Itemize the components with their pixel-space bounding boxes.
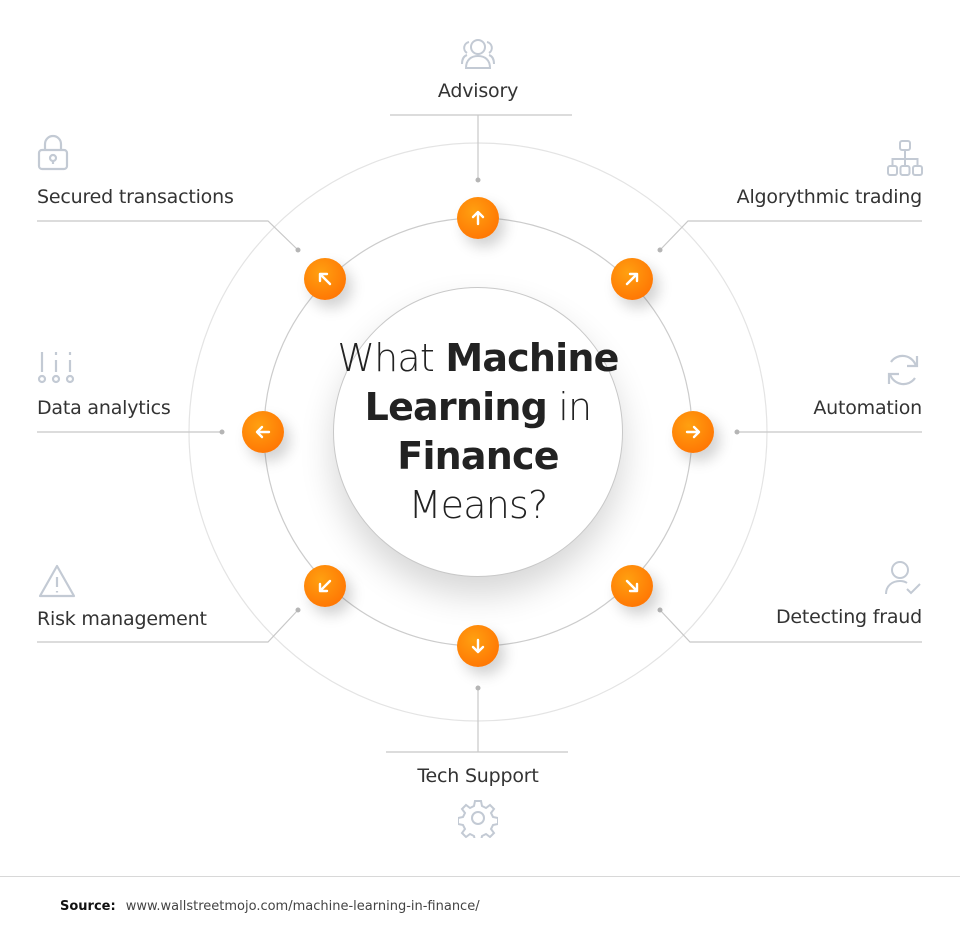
label-algorythmic-trading: Algorythmic trading xyxy=(736,186,923,208)
risk-management-arrow-button[interactable] xyxy=(304,565,346,607)
source-label: Source: xyxy=(60,899,116,914)
user-check-icon xyxy=(885,561,921,595)
hierarchy-icon xyxy=(887,140,923,176)
algorythmic-trading-arrow-button[interactable] xyxy=(611,258,653,300)
arrow-left-icon xyxy=(255,425,271,439)
label-detecting-fraud: Detecting fraud xyxy=(775,606,922,628)
footer-divider xyxy=(0,876,960,877)
arrow-down-icon xyxy=(471,638,485,654)
source-footer: Source: www.wallstreetmojo.com/machine-le… xyxy=(60,899,480,914)
label-tech-support: Tech Support xyxy=(417,765,539,787)
connector-dots xyxy=(219,177,740,691)
arrow-up-right-icon xyxy=(625,272,639,286)
advisory-arrow-button[interactable] xyxy=(457,197,499,239)
arrow-right-icon xyxy=(685,425,701,439)
arrow-down-left-icon xyxy=(318,579,332,593)
center-circle: What Machine Learning in Finance Means? xyxy=(333,287,623,577)
secured-transactions-arrow-button[interactable] xyxy=(304,258,346,300)
label-automation: Automation xyxy=(813,397,922,419)
arrow-up-icon xyxy=(471,210,485,226)
arrow-up-left-icon xyxy=(318,272,332,286)
label-advisory: Advisory xyxy=(437,80,519,102)
label-secured-transactions: Secured transactions xyxy=(37,186,234,208)
label-risk-management: Risk management xyxy=(37,608,207,630)
warning-icon xyxy=(38,564,76,598)
sliders-icon xyxy=(37,352,75,384)
detecting-fraud-arrow-button[interactable] xyxy=(611,565,653,607)
tech-support-arrow-button[interactable] xyxy=(457,625,499,667)
center-title: What Machine Learning in Finance Means? xyxy=(337,336,619,527)
arrow-down-right-icon xyxy=(625,579,639,593)
automation-arrow-button[interactable] xyxy=(672,411,714,453)
source-url: www.wallstreetmojo.com/machine-learning-… xyxy=(125,899,480,914)
users-icon xyxy=(461,39,495,69)
data-analytics-arrow-button[interactable] xyxy=(242,411,284,453)
gear-icon xyxy=(458,800,498,838)
refresh-icon xyxy=(887,354,919,386)
lock-icon xyxy=(37,134,69,171)
connector-lines xyxy=(37,114,922,753)
label-data-analytics: Data analytics xyxy=(37,397,171,419)
